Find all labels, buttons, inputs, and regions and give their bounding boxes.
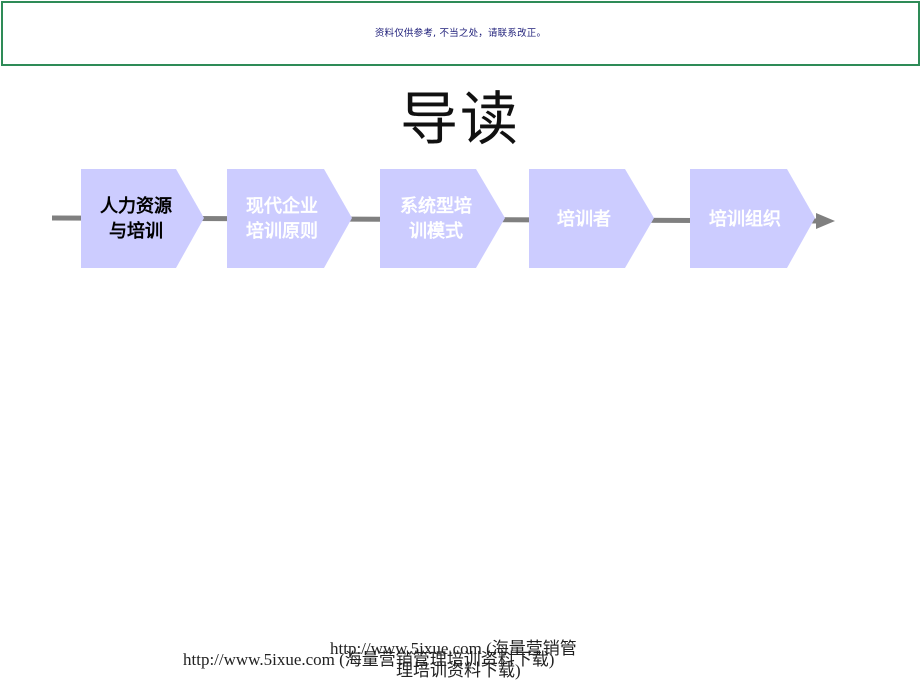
step-1-line-2: 与培训 bbox=[109, 221, 163, 242]
step-4-line-1: 培训者 bbox=[557, 208, 611, 230]
step-1-label[interactable]: 人力资源 与培训 bbox=[81, 169, 191, 269]
step-3-line-1: 系统型培 bbox=[400, 196, 472, 217]
step-2-line-1: 现代企业 bbox=[246, 196, 318, 217]
step-4-label[interactable]: 培训者 bbox=[529, 169, 639, 269]
step-shape-1 bbox=[81, 169, 204, 268]
step-shape-4 bbox=[529, 169, 654, 268]
step-shape-3 bbox=[380, 169, 505, 268]
step-shape-2 bbox=[227, 169, 352, 268]
footer-text-upper: http://www.5ixue.com (海量营销管 bbox=[330, 639, 577, 658]
step-1-line-1: 人力资源 bbox=[100, 196, 172, 217]
process-flow: 人力资源 与培训 现代企业 培训原则 系统型培 训模式 培训者 培训组织 bbox=[0, 165, 920, 275]
step-2-line-2: 培训原则 bbox=[246, 221, 318, 242]
step-3-line-2: 训模式 bbox=[409, 221, 463, 242]
disclaimer-banner: 资料仅供参考, 不当之处，请联系改正。 bbox=[1, 1, 920, 66]
disclaimer-text: 资料仅供参考, 不当之处，请联系改正。 bbox=[374, 27, 547, 39]
step-shape-5 bbox=[690, 169, 815, 268]
footer-text-middle: http://www.5ixue.com (海量营销管理培训资料下载) bbox=[183, 650, 555, 669]
footer-text-lower: 理培训资料下载) bbox=[396, 661, 521, 680]
process-flow-graphic bbox=[51, 169, 835, 268]
step-3-label[interactable]: 系统型培 训模式 bbox=[380, 169, 492, 269]
step-2-label[interactable]: 现代企业 培训原则 bbox=[227, 169, 337, 269]
step-5-label[interactable]: 培训组织 bbox=[690, 169, 800, 269]
flow-arrowhead-icon bbox=[816, 213, 835, 229]
step-5-line-1: 培训组织 bbox=[709, 208, 781, 230]
page-title: 导读 bbox=[399, 85, 520, 153]
